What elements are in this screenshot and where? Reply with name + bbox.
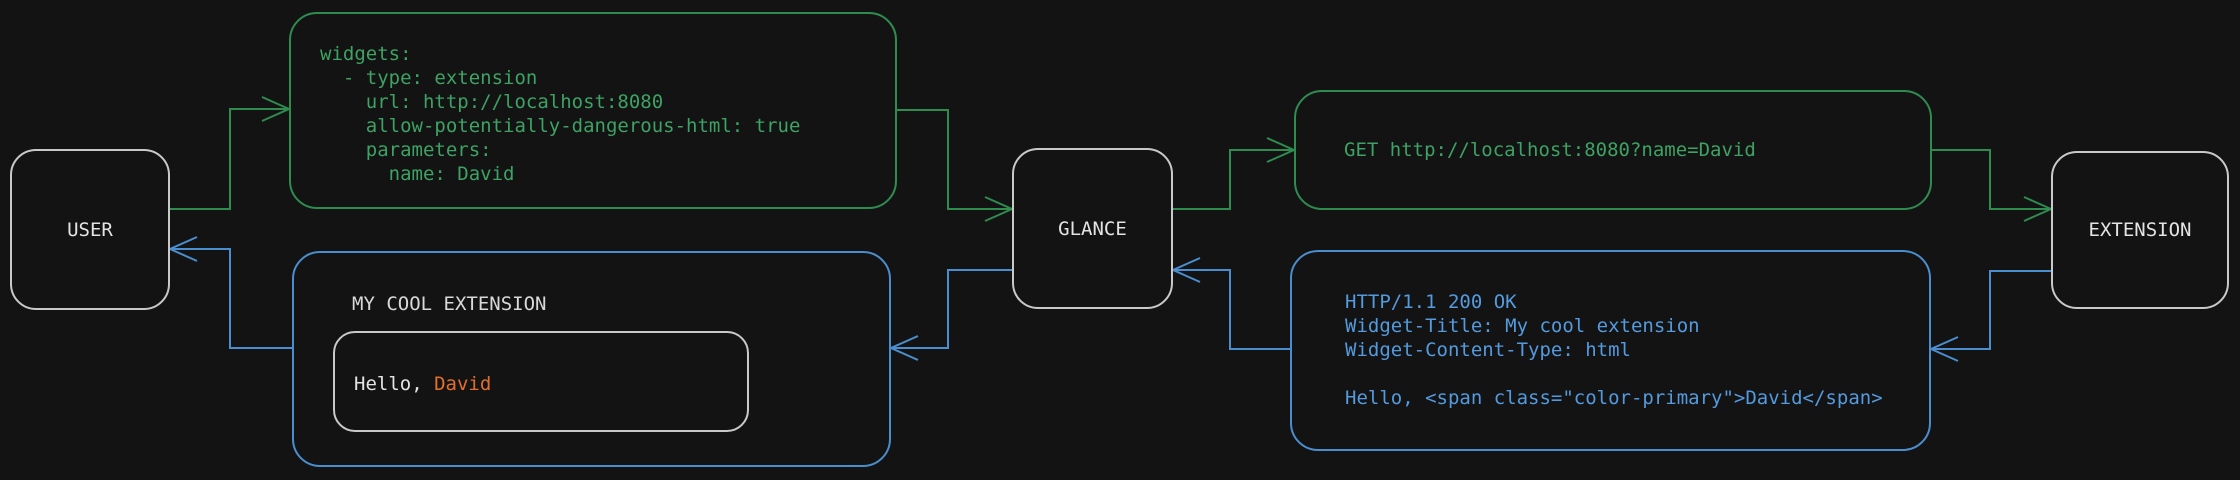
arrow-config-to-glance <box>897 109 1010 210</box>
config-line: allow-potentially-dangerous-html: true <box>320 115 801 137</box>
widget-content-box: Hello, David <box>333 331 749 432</box>
greeting-prefix: Hello, <box>354 373 435 395</box>
config-yaml-box: widgets: - type: extension url: http://l… <box>289 12 897 209</box>
config-line: widgets: <box>320 43 412 65</box>
config-line: - type: extension <box>320 67 538 89</box>
arrowhead-into-user-icon <box>167 236 198 262</box>
arrow-request-to-extension <box>1932 149 2049 210</box>
arrow-user-to-config <box>170 108 287 210</box>
arrow-response-to-glance <box>1175 269 1290 350</box>
arrow-glance-to-request <box>1173 149 1292 210</box>
widget-title: MY COOL EXTENSION <box>352 293 547 315</box>
response-line: HTTP/1.1 200 OK <box>1345 291 1517 313</box>
response-line: Widget-Title: My cool extension <box>1345 315 1700 337</box>
arrow-widget-to-user <box>172 248 292 349</box>
arrowhead-into-glance-back-icon <box>1170 257 1201 283</box>
node-glance-label: GLANCE <box>1058 217 1127 240</box>
response-path <box>167 236 2051 362</box>
node-extension: EXTENSION <box>2051 151 2229 309</box>
arrowhead-into-response-icon <box>1928 336 1959 362</box>
response-line <box>1345 362 1929 386</box>
response-line: Widget-Content-Type: html <box>1345 339 1631 361</box>
node-glance: GLANCE <box>1012 148 1173 309</box>
node-user-label: USER <box>67 218 113 241</box>
widget-preview-box: MY COOL EXTENSION Hello, David <box>292 251 891 467</box>
config-line: parameters: <box>320 139 492 161</box>
config-line: name: David <box>320 163 515 185</box>
node-user: USER <box>10 149 170 310</box>
arrow-glance-to-widget <box>893 269 1012 349</box>
greeting-text: Hello, David <box>354 372 491 396</box>
node-extension-label: EXTENSION <box>2088 219 2192 241</box>
http-request-box: GET http://localhost:8080?name=David <box>1294 90 1932 210</box>
response-line: Hello, <span class="color-primary">David… <box>1345 387 1883 409</box>
request-line: GET http://localhost:8080?name=David <box>1344 139 1756 161</box>
arrowhead-into-widget-icon <box>888 335 919 361</box>
config-line: url: http://localhost:8080 <box>320 91 664 113</box>
arrow-extension-to-response <box>1933 270 2051 350</box>
greeting-name: David <box>434 373 492 395</box>
http-response-box: HTTP/1.1 200 OK Widget-Title: My cool ex… <box>1290 250 1931 451</box>
